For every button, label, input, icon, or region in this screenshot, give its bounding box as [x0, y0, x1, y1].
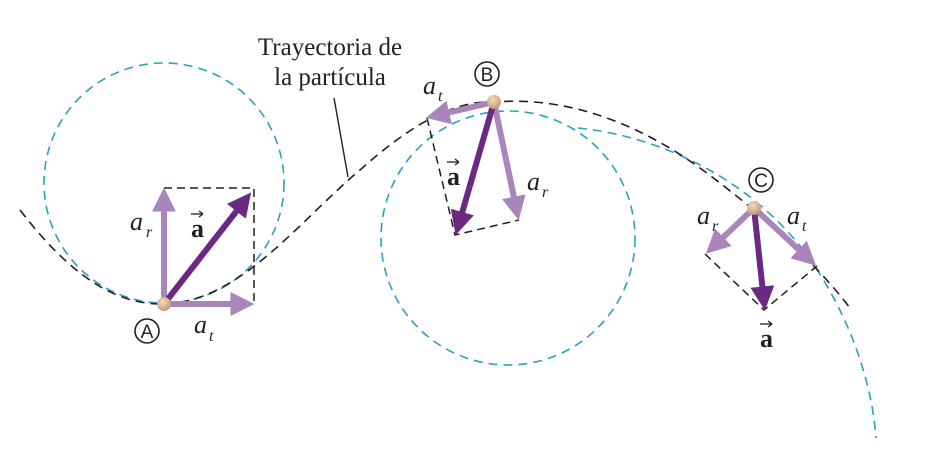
point-b-particle	[487, 95, 501, 109]
point-c-at-label: a	[787, 201, 800, 230]
point-a-marker	[134, 318, 160, 344]
point-a-letter: A	[141, 322, 154, 343]
curvature-circle-c-arc	[577, 127, 877, 439]
point-c-vector-overarrow-head	[767, 320, 773, 328]
caption-line-2: la partícula	[274, 64, 386, 91]
point-a-group: A a r a t a	[130, 187, 255, 345]
point-c-particle	[747, 201, 761, 215]
point-a-vector-label: a	[191, 214, 204, 243]
point-b-marker	[474, 61, 500, 87]
point-c-ar-label: a	[697, 201, 710, 230]
point-b-ar-label: a	[527, 167, 540, 196]
point-a-at-label: a	[194, 310, 207, 339]
point-b-vector-label: a	[447, 162, 460, 191]
point-c-total-arrow	[750, 207, 775, 311]
point-b-letter: B	[481, 65, 494, 86]
point-b-at-sub: t	[438, 88, 443, 105]
point-c-marker	[748, 167, 774, 193]
point-b-group: B a t a r a	[423, 61, 549, 236]
curvature-circle-b	[380, 110, 636, 366]
point-a-ar-label: a	[130, 207, 143, 236]
point-b-ar-arrow	[491, 101, 526, 221]
caption-line-1: Trayectoria de	[258, 34, 402, 61]
point-b-at-arrow	[425, 99, 495, 125]
point-c-at-arrow	[751, 205, 817, 266]
point-b-at-label: a	[423, 71, 436, 100]
point-a-ar-sub: r	[146, 224, 153, 241]
point-a-vector-overarrow-head	[198, 210, 204, 218]
caption-pointer	[333, 97, 349, 178]
point-c-at-sub: t	[802, 218, 807, 235]
point-a-parallelogram	[164, 187, 255, 304]
point-b-total-arrow	[450, 101, 497, 236]
point-c-group: C a r a t a	[697, 167, 818, 353]
point-a-total-arrow	[161, 192, 252, 306]
point-c-vector-label: a	[760, 324, 773, 353]
point-c-ar-sub: r	[712, 218, 719, 235]
point-a-at-sub: t	[209, 328, 214, 345]
point-c-ar-arrow	[705, 205, 757, 254]
trajectory-path	[19, 100, 851, 309]
point-c-letter: C	[754, 171, 768, 192]
point-b-ar-sub: r	[542, 184, 549, 201]
point-a-particle	[157, 297, 171, 311]
point-b-vector-overarrow-head	[454, 158, 460, 166]
